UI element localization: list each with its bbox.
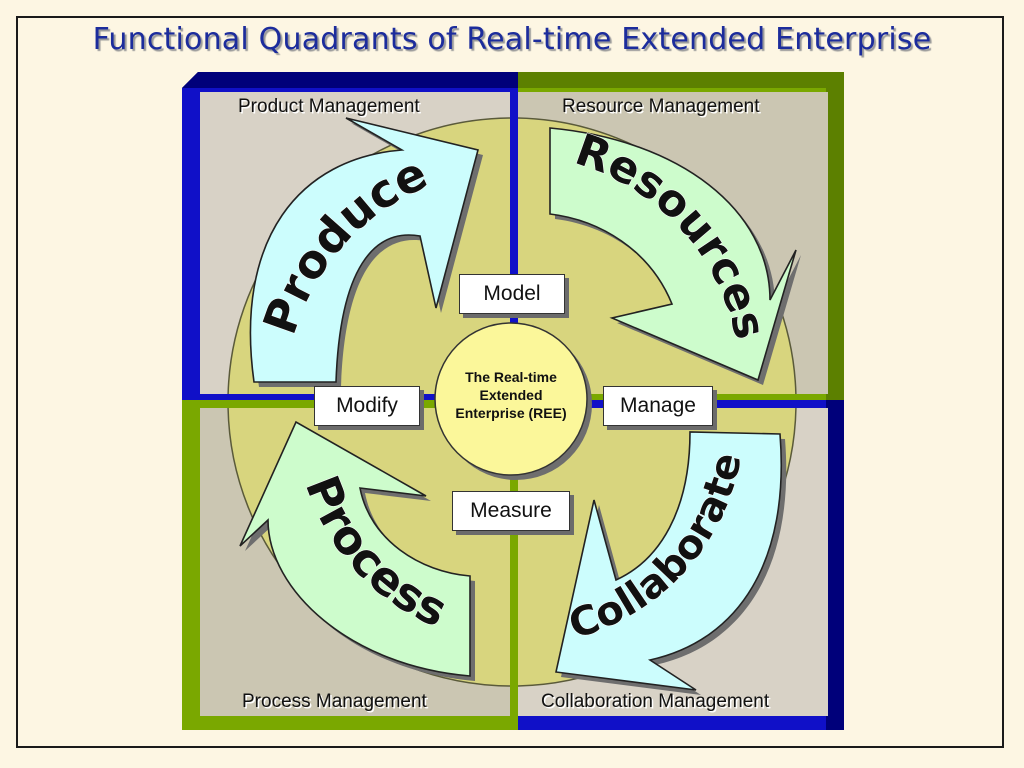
model-box: Model xyxy=(459,274,565,314)
modify-box: Modify xyxy=(314,386,420,426)
manage-box: Manage xyxy=(603,386,713,426)
quadrant-label-collaboration: Collaboration Management xyxy=(541,691,770,712)
center-label-line2: Extended xyxy=(479,387,543,403)
center-label: The Real-time Extended Enterprise (REE) xyxy=(433,368,589,422)
quadrant-label-resource: Resource Management xyxy=(562,96,760,117)
arrow-resources xyxy=(549,127,801,385)
quadrant-label-product: Product Management xyxy=(238,96,420,117)
arrow-collaborate xyxy=(555,431,787,695)
frame-top-edge-green xyxy=(518,72,844,88)
page-title: Functional Quadrants of Real-time Extend… xyxy=(92,22,932,57)
center-circle xyxy=(434,322,592,480)
arrow-process xyxy=(239,420,475,681)
center-label-line1: The Real-time xyxy=(465,369,557,385)
quadrant-label-process: Process Management xyxy=(242,691,427,712)
center-label-line3: Enterprise (REE) xyxy=(455,405,567,421)
arrow-produce xyxy=(249,117,483,387)
frame-top-edge-blue xyxy=(182,72,518,88)
measure-box: Measure xyxy=(452,491,570,531)
